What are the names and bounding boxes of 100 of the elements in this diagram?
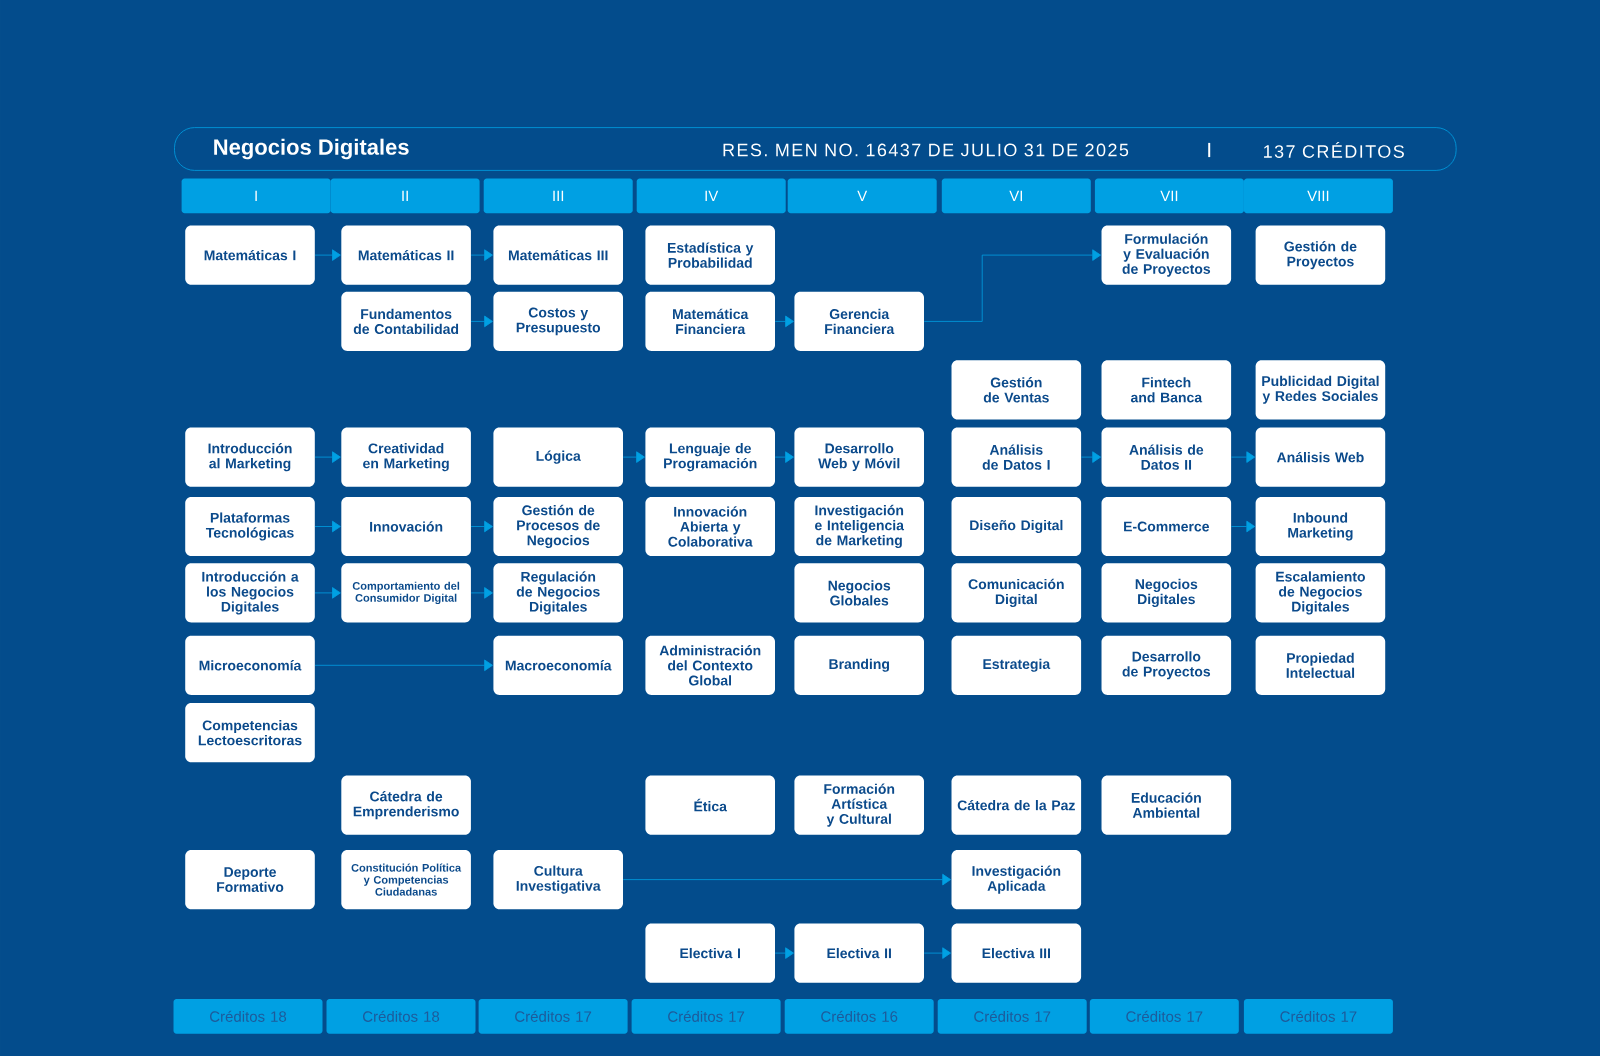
resolution-text: RES. MEN NO. 16437 DE JULIO 31 DE 2025 [723,143,1129,157]
arrow [470,520,493,533]
course-box: Estadística y Probabilidad [645,225,775,285]
course-box: Estrategia [951,635,1082,695]
arrow [314,451,341,463]
semester-bar: I [181,178,331,214]
course-box: Negocios Globales [794,563,924,623]
arrow [923,249,1101,322]
course-box: Cátedra de Emprenderismo [341,775,471,835]
course-box: Gestión de Procesos de Negocios [493,496,623,557]
credits-bar: Créditos 16 [784,998,934,1034]
credits-bar: Créditos 17 [631,998,781,1034]
course-box: Plataformas Tecnológicas [185,496,315,557]
course-box: Diseño Digital [951,496,1082,557]
credits-bar: Créditos 17 [478,998,628,1034]
course-box: Introducción al Marketing [185,427,315,487]
course-box: Matemática Financiera [645,291,775,351]
course-box: Branding [794,635,924,695]
credits-total: 137 CRÉDITOS [1264,142,1404,158]
credits-bar: Créditos 17 [937,998,1087,1034]
course-box: Desarrollo Web y Móvil [794,427,924,487]
course-box: Ética [645,775,775,835]
arrow [470,249,493,261]
course-box: Regulación de Negocios Digitales [493,563,623,623]
semester-bar: IV [636,178,786,214]
arrow [314,659,493,672]
course-box: Investigación Aplicada [951,850,1082,910]
course-box: Administración del Contexto Global [645,635,775,695]
course-box: Comportamiento del Consumidor Digital [341,563,471,623]
node-label: V [857,190,868,202]
arrow [622,873,951,886]
course-box: Creatividad en Marketing [341,427,471,487]
node-label: VIII [1307,190,1329,202]
semester-bar: V [787,178,937,214]
arrow [314,587,341,599]
course-box: Electiva I [645,923,775,983]
course-box: Introducción a los Negocios Digitales [185,563,315,623]
node-label: II [402,190,408,202]
course-box: Matemáticas I [185,225,315,285]
semester-bar: II [330,178,480,214]
course-box: Comunicación Digital [951,563,1082,623]
course-box: Competencias Lectoescritoras [185,703,315,763]
node-label: VII [1160,190,1178,202]
course-box: Innovación [341,496,471,557]
course-box: Electiva II [794,923,924,983]
semester-bar: VI [941,178,1091,214]
arrow [470,315,493,328]
arrow [622,451,645,463]
course-box: Desarrollo de Proyectos [1101,635,1232,695]
course-box: Gestión de Ventas [951,360,1082,420]
course-box: Costos y Presupuesto [493,291,623,351]
course-box: Lógica [493,427,623,487]
course-box: Negocios Digitales [1101,563,1232,623]
course-box: Macroeconomía [493,635,623,695]
node-label: I [255,190,257,202]
course-box: Escalamiento de Negocios Digitales [1255,563,1386,623]
course-box: Gestión de Proyectos [1255,225,1386,285]
course-box: Matemáticas III [493,225,623,285]
course-box: Fintech and Banca [1101,360,1232,420]
course-box: Análisis de Datos II [1101,427,1232,487]
course-box: Formación Artística y Cultural [794,775,924,835]
credits-bar: Créditos 17 [1243,998,1393,1034]
course-box: Publicidad Digital y Redes Sociales [1255,360,1386,420]
course-box: Propiedad Intelectual [1255,635,1386,695]
course-box: Cátedra de la Paz [951,775,1082,835]
course-box: Inbound Marketing [1255,496,1386,557]
arrow [774,315,794,328]
arrow [470,587,493,599]
arrow [1230,451,1256,463]
semester-bar: III [483,178,633,214]
course-box: Análisis Web [1255,427,1386,487]
course-box: Análisis de Datos I [951,427,1082,487]
course-box: E-Commerce [1101,496,1232,557]
credits-bar: Créditos 17 [1089,998,1239,1034]
course-box: Matemáticas II [341,225,471,285]
credits-bar: Créditos 18 [173,998,323,1034]
course-box: Constitución Política y Competencias Ciudadanas [341,850,471,910]
arrow [314,249,341,261]
course-box: Microeconomía [185,635,315,695]
course-box: Investigación e Inteligencia de Marketing [794,496,924,557]
course-box: Lenguaje de Programación [645,427,775,487]
credits-bar: Créditos 18 [326,998,476,1034]
course-box: Gerencia Financiera [794,291,924,351]
arrow [314,520,341,533]
course-box: Educación Ambiental [1101,775,1232,835]
semester-bar: VIII [1243,178,1393,214]
course-box: Fundamentos de Contabilidad [341,291,471,351]
course-box: Innovación Abierta y Colaborativa [645,496,775,557]
title: Negocios Digitales [214,138,409,160]
arrow [1080,451,1101,463]
arrow [774,451,794,463]
arrow [923,947,951,959]
course-box: Cultura Investigativa [493,850,623,910]
arrow [774,947,794,959]
course-box: Electiva III [951,923,1082,983]
course-box: Deporte Formativo [185,850,315,910]
semester-bar: VII [1094,178,1244,214]
course-box: Formulación y Evaluación de Proyectos [1101,225,1232,285]
node-label: IV [705,190,719,202]
arrow [1230,520,1256,533]
